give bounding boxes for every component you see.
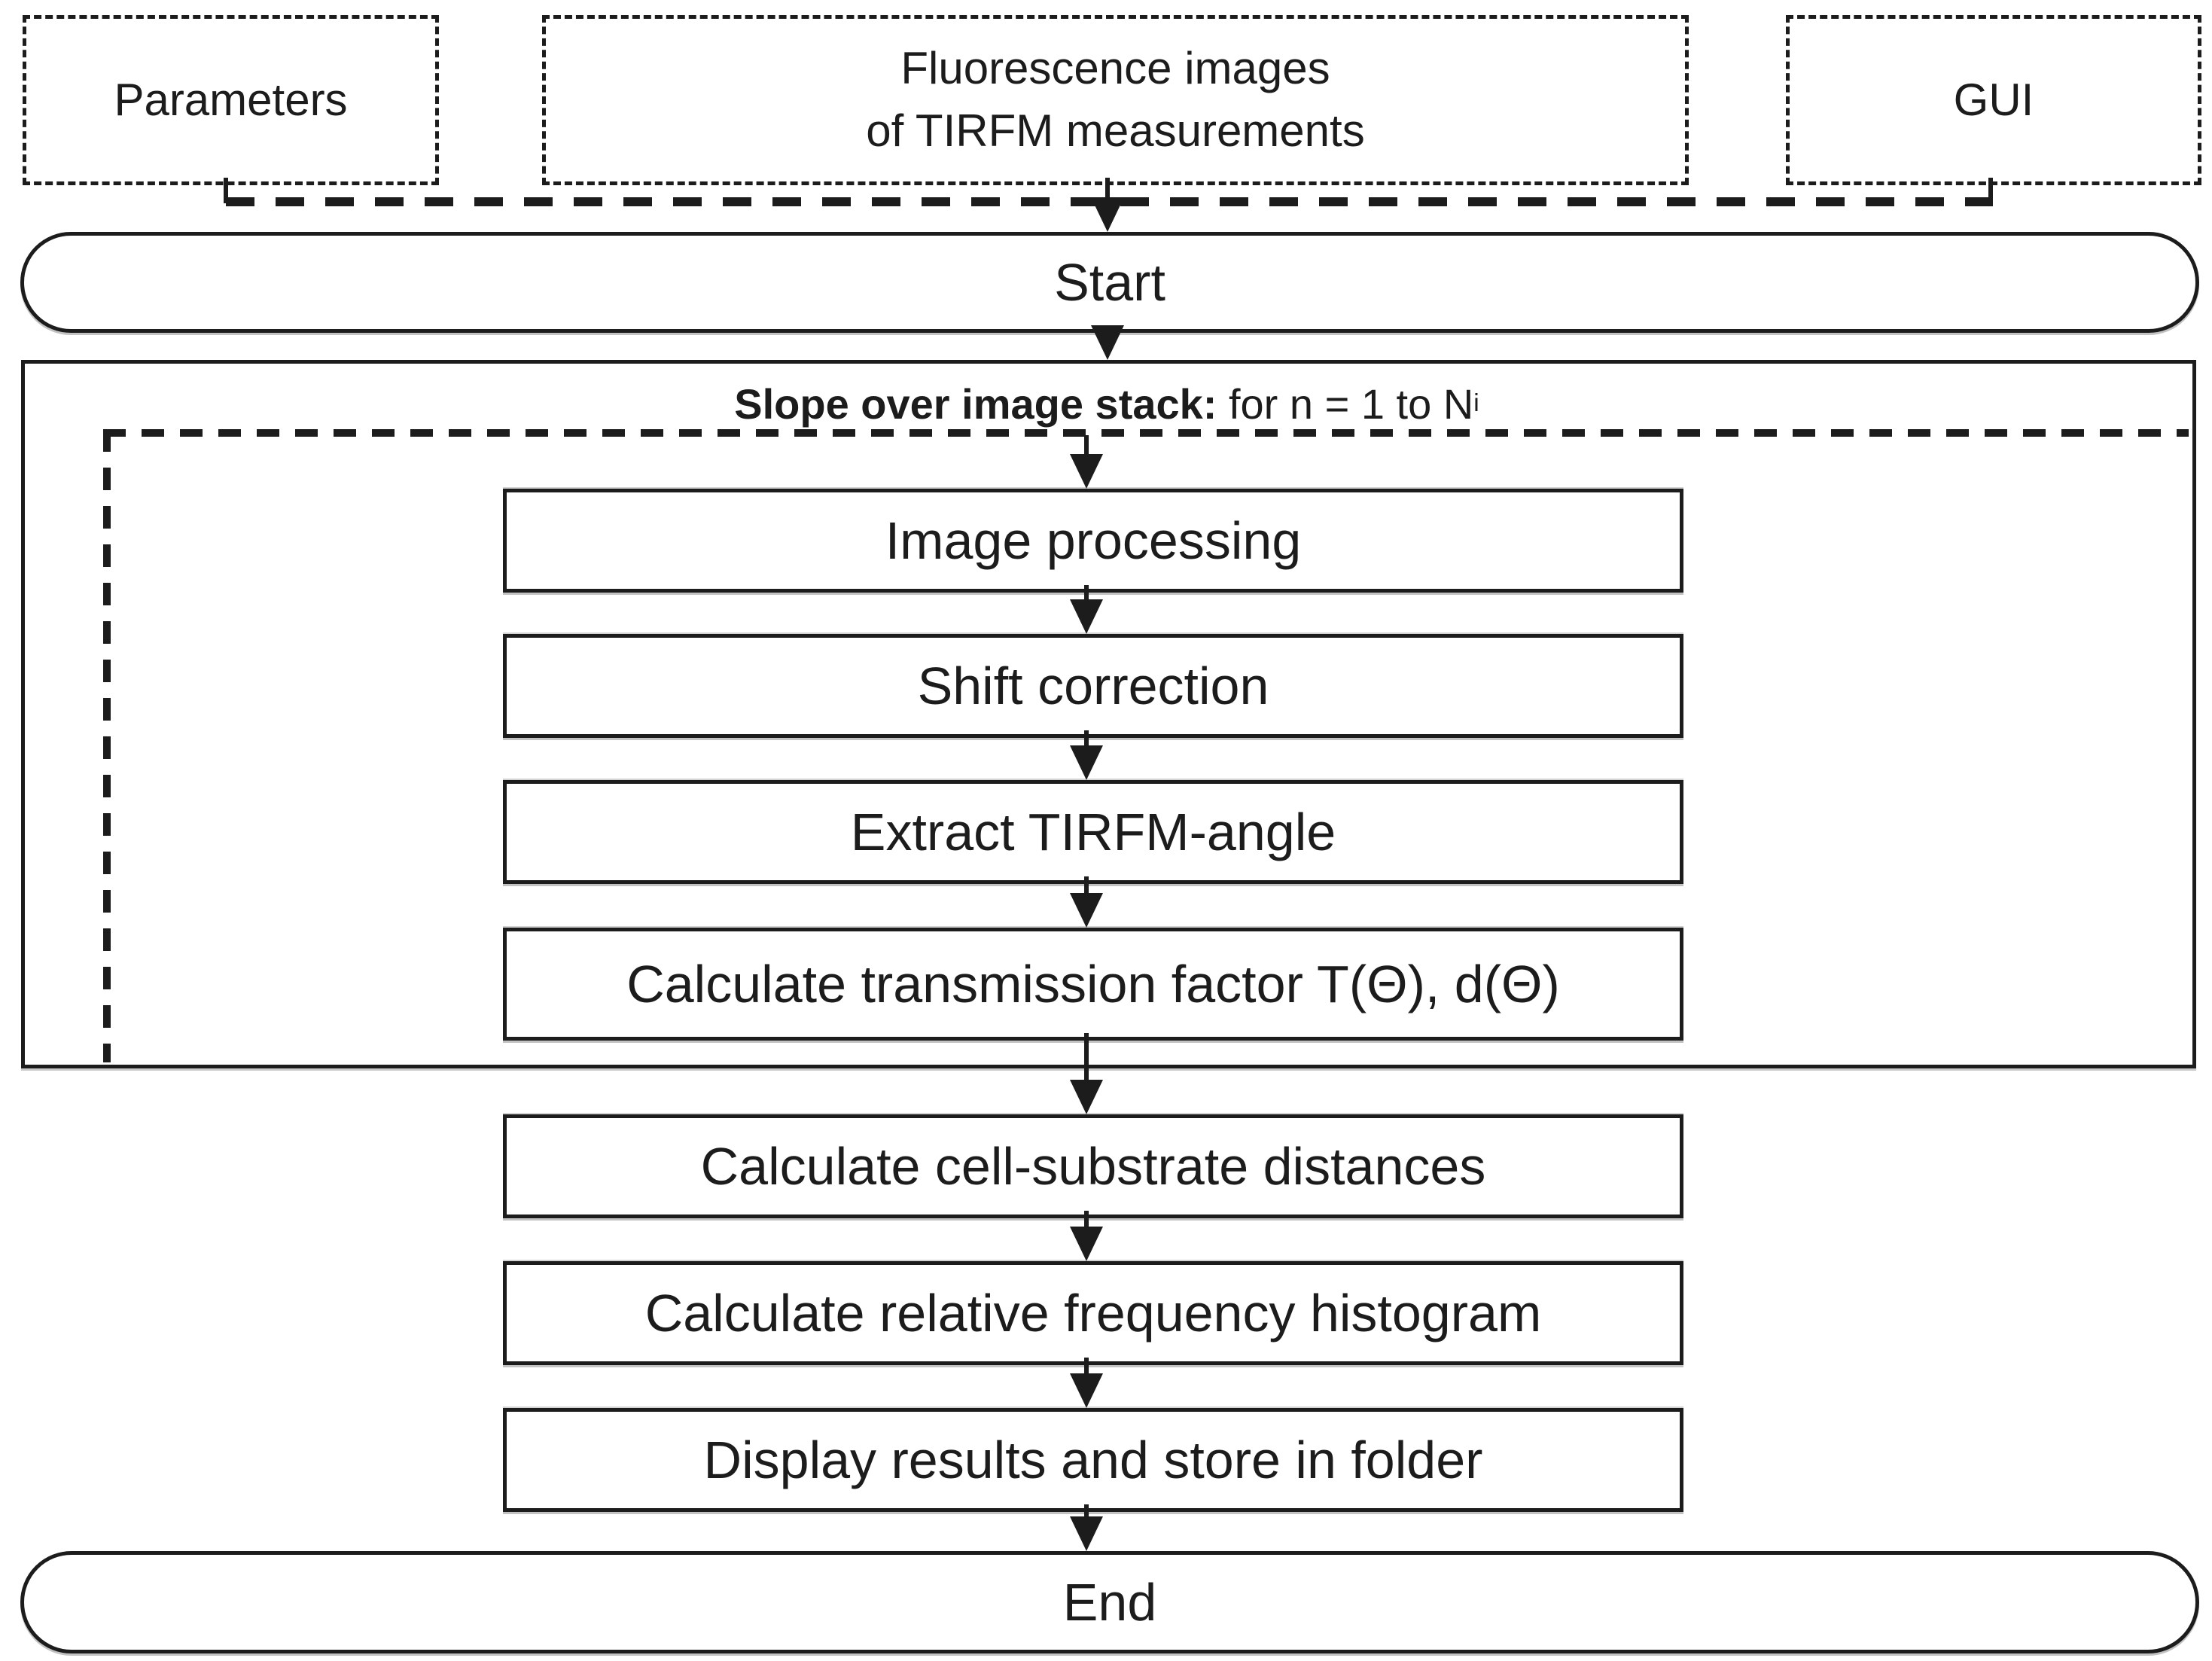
loop-boundary-dashed-top (103, 429, 2189, 437)
process-box-image-processing-label: Image processing (885, 511, 1302, 570)
input-box-gui: GUI (1786, 15, 2201, 185)
arrow-line-post1-to-post2 (1084, 1211, 1089, 1241)
process-box-display-results-store-folder: Display results and store in folder (503, 1408, 1683, 1512)
arrow-head-post2-to-post3 (1070, 1373, 1103, 1408)
process-box-shift-correction: Shift correction (503, 634, 1683, 738)
process-box-calculate-relative-frequency-histogram-label: Calculate relative frequency histogram (644, 1284, 1542, 1343)
arrow-line-step3-to-step4 (1084, 876, 1089, 908)
start-node-label: Start (1054, 253, 1165, 312)
input-box-parameters: Parameters (23, 15, 439, 185)
loop-container (21, 360, 2196, 1068)
start-node: Start (20, 232, 2199, 333)
arrow-head-step3-to-step4 (1070, 893, 1103, 928)
loop-title-subscript: i (1473, 389, 1479, 418)
arrow-line-inputs-to-start (1105, 178, 1110, 208)
arrow-head-inputs-to-start (1091, 197, 1124, 232)
process-box-image-processing: Image processing (503, 489, 1683, 593)
process-box-calculate-cell-substrate-distances-label: Calculate cell-substrate distances (700, 1137, 1486, 1196)
arrow-head-loop-to-step1 (1070, 454, 1103, 489)
process-box-display-results-store-folder-label: Display results and store in folder (703, 1431, 1483, 1489)
process-box-calculate-cell-substrate-distances: Calculate cell-substrate distances (503, 1114, 1683, 1218)
process-box-shift-correction-label: Shift correction (917, 657, 1269, 715)
input-box-fluorescence-label-line1: Fluorescence images (900, 43, 1330, 94)
arrow-line-loop-to-step1 (1084, 435, 1089, 468)
process-box-extract-tirfm-angle-label: Extract TIRFM-angle (850, 803, 1336, 861)
arrow-head-loop-exit (1070, 1080, 1103, 1114)
loop-boundary-dashed-left (103, 429, 111, 1062)
arrow-head-step1-to-step2 (1070, 599, 1103, 634)
loop-title-rest: for n = 1 to N (1217, 379, 1474, 428)
process-box-extract-tirfm-angle: Extract TIRFM-angle (503, 780, 1683, 884)
arrow-head-post3-to-end (1070, 1516, 1103, 1551)
process-box-calculate-transmission-factor-label: Calculate transmission factor T(Θ), d(Θ) (626, 955, 1560, 1013)
process-box-calculate-relative-frequency-histogram: Calculate relative frequency histogram (503, 1261, 1683, 1365)
input-box-gui-label: GUI (1953, 74, 2034, 125)
end-node: End (20, 1551, 2199, 1653)
arrow-line-loop-exit (1084, 1033, 1089, 1090)
loop-title-bold: Slope over image stack: (734, 379, 1217, 428)
end-node-label: End (1062, 1573, 1157, 1632)
arrow-head-step2-to-step3 (1070, 745, 1103, 780)
input-box-fluorescence-label-line2: of TIRFM measurements (866, 105, 1365, 156)
arrow-line-post2-to-post3 (1084, 1358, 1089, 1388)
parameters-connector-stub (224, 178, 228, 203)
input-box-parameters-label: Parameters (114, 74, 348, 125)
arrow-head-start-to-loop (1091, 325, 1124, 360)
arrow-head-post1-to-post2 (1070, 1227, 1103, 1261)
process-box-calculate-transmission-factor: Calculate transmission factor T(Θ), d(Θ) (503, 928, 1683, 1041)
input-box-fluorescence-images: Fluorescence images of TIRFM measurement… (542, 15, 1689, 185)
gui-connector-stub (1988, 178, 1993, 203)
